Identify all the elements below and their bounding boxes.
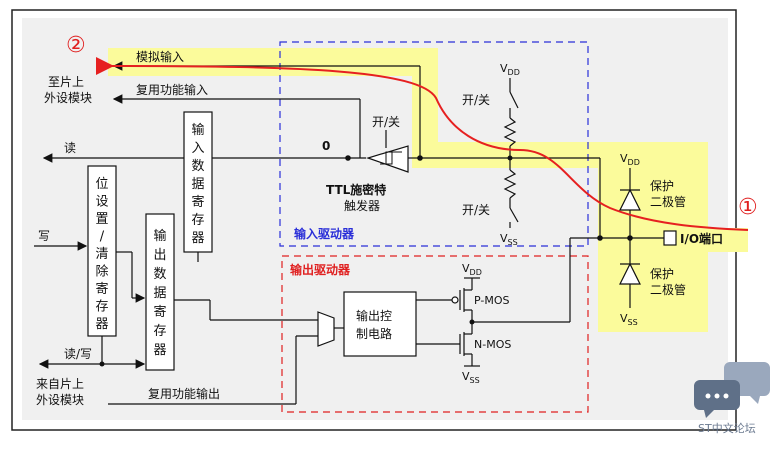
register-char: 出	[153, 248, 166, 263]
write-label: 写	[38, 229, 50, 243]
to-peripheral-label-2: 外设模块	[44, 91, 92, 105]
register-char: 设	[95, 195, 108, 210]
register-char: 器	[191, 231, 204, 246]
output-control-circuit	[343, 291, 417, 357]
register-char: 存	[191, 213, 204, 228]
pullup-vdd-label: VDD	[500, 62, 520, 77]
pmos-vdd-label: VDD	[462, 262, 482, 277]
diode-vss-label: VSS	[620, 312, 638, 327]
analog-signal-path	[95, 56, 749, 231]
register-char: 寄	[153, 304, 166, 320]
register-char: 器	[95, 317, 108, 332]
input-driver-box	[279, 41, 589, 247]
output-driver-label: 输出驱动器	[290, 262, 351, 277]
pullup-switch-label: 开/关	[462, 93, 490, 107]
register-char: /	[100, 230, 105, 245]
register-char: 寄	[95, 281, 108, 297]
io-pin	[663, 230, 677, 246]
pulldown-vss-label: VSS	[500, 232, 518, 247]
marker-1: ①	[738, 195, 758, 220]
alt-func-output-label: 复用功能输出	[148, 386, 220, 401]
alt-func-input-label: 复用功能输入	[136, 82, 208, 97]
protect-top-label-1: 保护	[650, 179, 674, 193]
output-driver-box	[281, 255, 589, 413]
register-char: 清	[95, 247, 108, 262]
register-char: 数	[191, 159, 204, 174]
register-char: 置	[95, 212, 108, 227]
output-control-label-1: 输出控	[356, 308, 392, 323]
pulldown-switch-label: 开/关	[462, 203, 490, 217]
register-char: 寄	[191, 194, 204, 210]
register-char: 输	[191, 122, 204, 138]
output-mux	[317, 311, 335, 347]
register-char: 据	[191, 177, 204, 192]
protect-bottom-label-2: 二极管	[650, 282, 686, 297]
register-char: 输	[153, 228, 166, 244]
diode-vdd-label: VDD	[620, 152, 640, 167]
io-pin-label: I/O端口	[680, 231, 723, 246]
register-char: 除	[95, 265, 108, 280]
from-peripheral-label-1: 来自片上	[36, 377, 84, 391]
register-char: 据	[153, 286, 166, 301]
input-driver-label: 输入驱动器	[294, 226, 355, 241]
output-data-register	[145, 213, 175, 371]
schmitt-label-2: 触发器	[344, 198, 380, 213]
protect-bottom-label-1: 保护	[650, 267, 674, 281]
schmitt-label-1: TTL施密特	[326, 182, 386, 197]
forum-watermark-text: ST中文论坛	[698, 421, 756, 435]
nmos-label: N-MOS	[474, 338, 511, 351]
pmos-label: P-MOS	[474, 294, 510, 307]
protection-diode-bottom	[619, 238, 641, 308]
marker-2: ②	[66, 33, 86, 58]
register-char: 位	[95, 177, 108, 192]
analog-input-label: 模拟输入	[136, 49, 184, 64]
to-peripheral-label-1: 至片上	[48, 75, 84, 89]
nmos-vss-label: VSS	[462, 370, 480, 385]
read-write-label: 读/写	[64, 347, 92, 361]
pmos-transistor	[416, 277, 480, 322]
protection-diode-top	[619, 168, 641, 238]
read-label: 读	[64, 141, 76, 155]
output-control-label-2: 制电路	[356, 326, 392, 341]
nmos-transistor	[416, 322, 480, 367]
register-char: 存	[95, 300, 108, 315]
protect-top-label-2: 二极管	[650, 194, 686, 209]
forum-watermark-logo	[694, 362, 770, 418]
register-char: 入	[191, 141, 204, 156]
from-peripheral-label-2: 外设模块	[36, 393, 84, 407]
bit-set-clear-register	[87, 165, 117, 337]
highlight-path	[108, 48, 748, 332]
schmitt-switch-label: 开/关	[372, 115, 400, 129]
register-char: 存	[153, 324, 166, 339]
register-char: 器	[153, 343, 166, 358]
register-char: 数	[153, 267, 166, 282]
zero-label: 0	[322, 139, 330, 153]
